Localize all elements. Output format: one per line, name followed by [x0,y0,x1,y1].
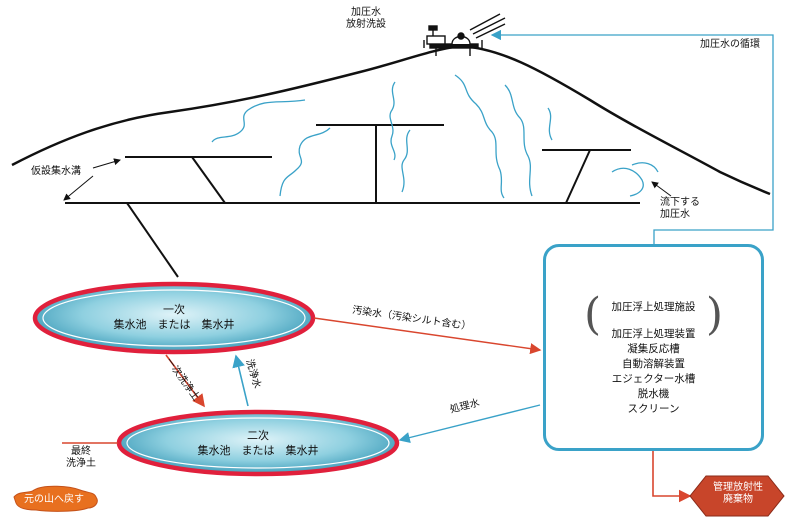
ditch-lines [65,124,640,278]
radioactive-waste-shape [689,475,785,517]
sprayer-device [423,13,506,56]
facility-item: エジェクター水槽 [611,373,696,385]
primary-pool [32,281,316,355]
radioactive-waste-label: 管理放射性 廃棄物 [713,482,763,505]
primary-pool-label: 一次 集水池 または 集水井 [113,303,235,331]
facility-items: 加圧浮上処理装置 凝集反応槽 自動溶解装置 エジェクター水槽 脱水機 スクリーン [546,327,761,417]
flowing-water-lines [211,74,659,199]
left-brace: ( [584,289,602,340]
facility-item: 加圧浮上処理装置 [611,328,696,340]
secondary-pool [116,409,400,477]
right-brace: ) [705,289,723,340]
treatment-facility: ( ) 加圧浮上処理施設 加圧浮上処理装置 凝集反応槽 自動溶解装置 エジェクタ… [543,244,764,451]
facility-item: 自動溶解装置 [622,358,685,370]
flowing-water-label: 流下する 加圧水 [660,197,700,220]
facility-item: 脱水機 [637,388,670,400]
treated-water-arrow [398,404,541,444]
clean-soil-arrow [165,354,205,408]
recirculation-label: 加圧水の循環 [700,39,760,50]
final-soil-label: 最終 洗浄土 [66,446,96,469]
sprayer-label: 加圧水 放射洗設 [346,7,386,30]
return-to-mountain-label: 元の山へ戻す [24,494,84,505]
waste-arrow [652,451,692,503]
facility-title: 加圧浮上処理施設 [611,301,696,313]
return-mountain-shape [13,485,98,512]
ditch-label: 仮設集水溝 [31,166,81,177]
secondary-pool-label: 二次 集水池 または 集水井 [197,429,319,457]
facility-item: スクリーン [627,403,680,415]
contaminated-water-arrow [313,317,542,355]
wash-water-arrow [232,354,249,407]
facility-item: 凝集反応槽 [627,343,680,355]
recirculation-line [490,29,774,244]
